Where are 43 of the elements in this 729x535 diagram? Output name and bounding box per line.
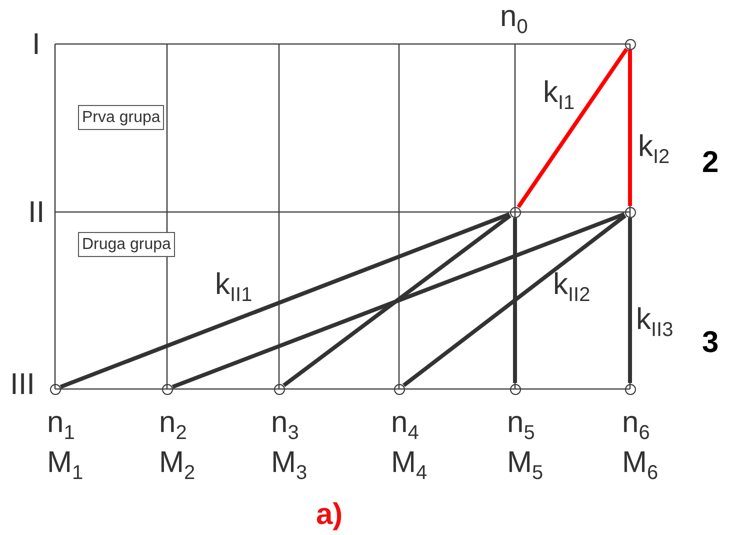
node-circle (624, 206, 636, 218)
group-label-box: Prva grupa (78, 105, 164, 130)
node-label: n$_{1}$ (47, 408, 75, 443)
caption: a) (316, 500, 343, 530)
node-label: n$_{6}$ (622, 408, 650, 443)
node-label: M$_{4}$ (391, 448, 428, 483)
connector-line (516, 48, 628, 208)
node-label: M$_{6}$ (622, 448, 658, 483)
node-label: M$_{3}$ (271, 448, 308, 483)
node-label: n$_{0}$ (500, 2, 528, 37)
node-circle (624, 38, 636, 50)
node-label: n$_{4}$ (391, 408, 419, 443)
connector-line (513, 218, 517, 383)
node-circle (624, 384, 636, 394)
connector-line (628, 50, 632, 206)
node-label: n$_{3}$ (271, 408, 299, 443)
group-label-box: Druga grupa (78, 232, 175, 258)
level-label: I (32, 30, 40, 60)
node-label: M$_{5}$ (507, 448, 544, 483)
connector-line (60, 212, 510, 389)
edge-label: k$_{I2}$ (638, 132, 670, 167)
connector-line (628, 218, 632, 383)
node-label: n$_{5}$ (507, 408, 535, 443)
node-label: n$_{2}$ (159, 408, 187, 443)
connector-line (172, 212, 626, 389)
node-label: M$_{1}$ (47, 448, 84, 483)
node-circle (50, 384, 60, 394)
level-number: 3 (702, 328, 719, 358)
edge-label: k$_{II3}$ (636, 305, 674, 340)
node-circle (394, 384, 404, 394)
node-circle (162, 384, 172, 394)
level-label: III (10, 370, 36, 400)
node-circle (510, 206, 520, 218)
edge-label: k$_{II2}$ (553, 270, 590, 305)
edge-label: k$_{II1}$ (215, 270, 252, 305)
level-number: 2 (702, 148, 719, 178)
connector-line (402, 214, 626, 387)
node-circle (510, 384, 520, 394)
node-label: M$_{2}$ (159, 448, 196, 483)
edge-label: k$_{I1}$ (543, 78, 575, 113)
level-label: II (28, 198, 45, 228)
connector-line (282, 214, 512, 387)
node-circle (274, 384, 284, 394)
